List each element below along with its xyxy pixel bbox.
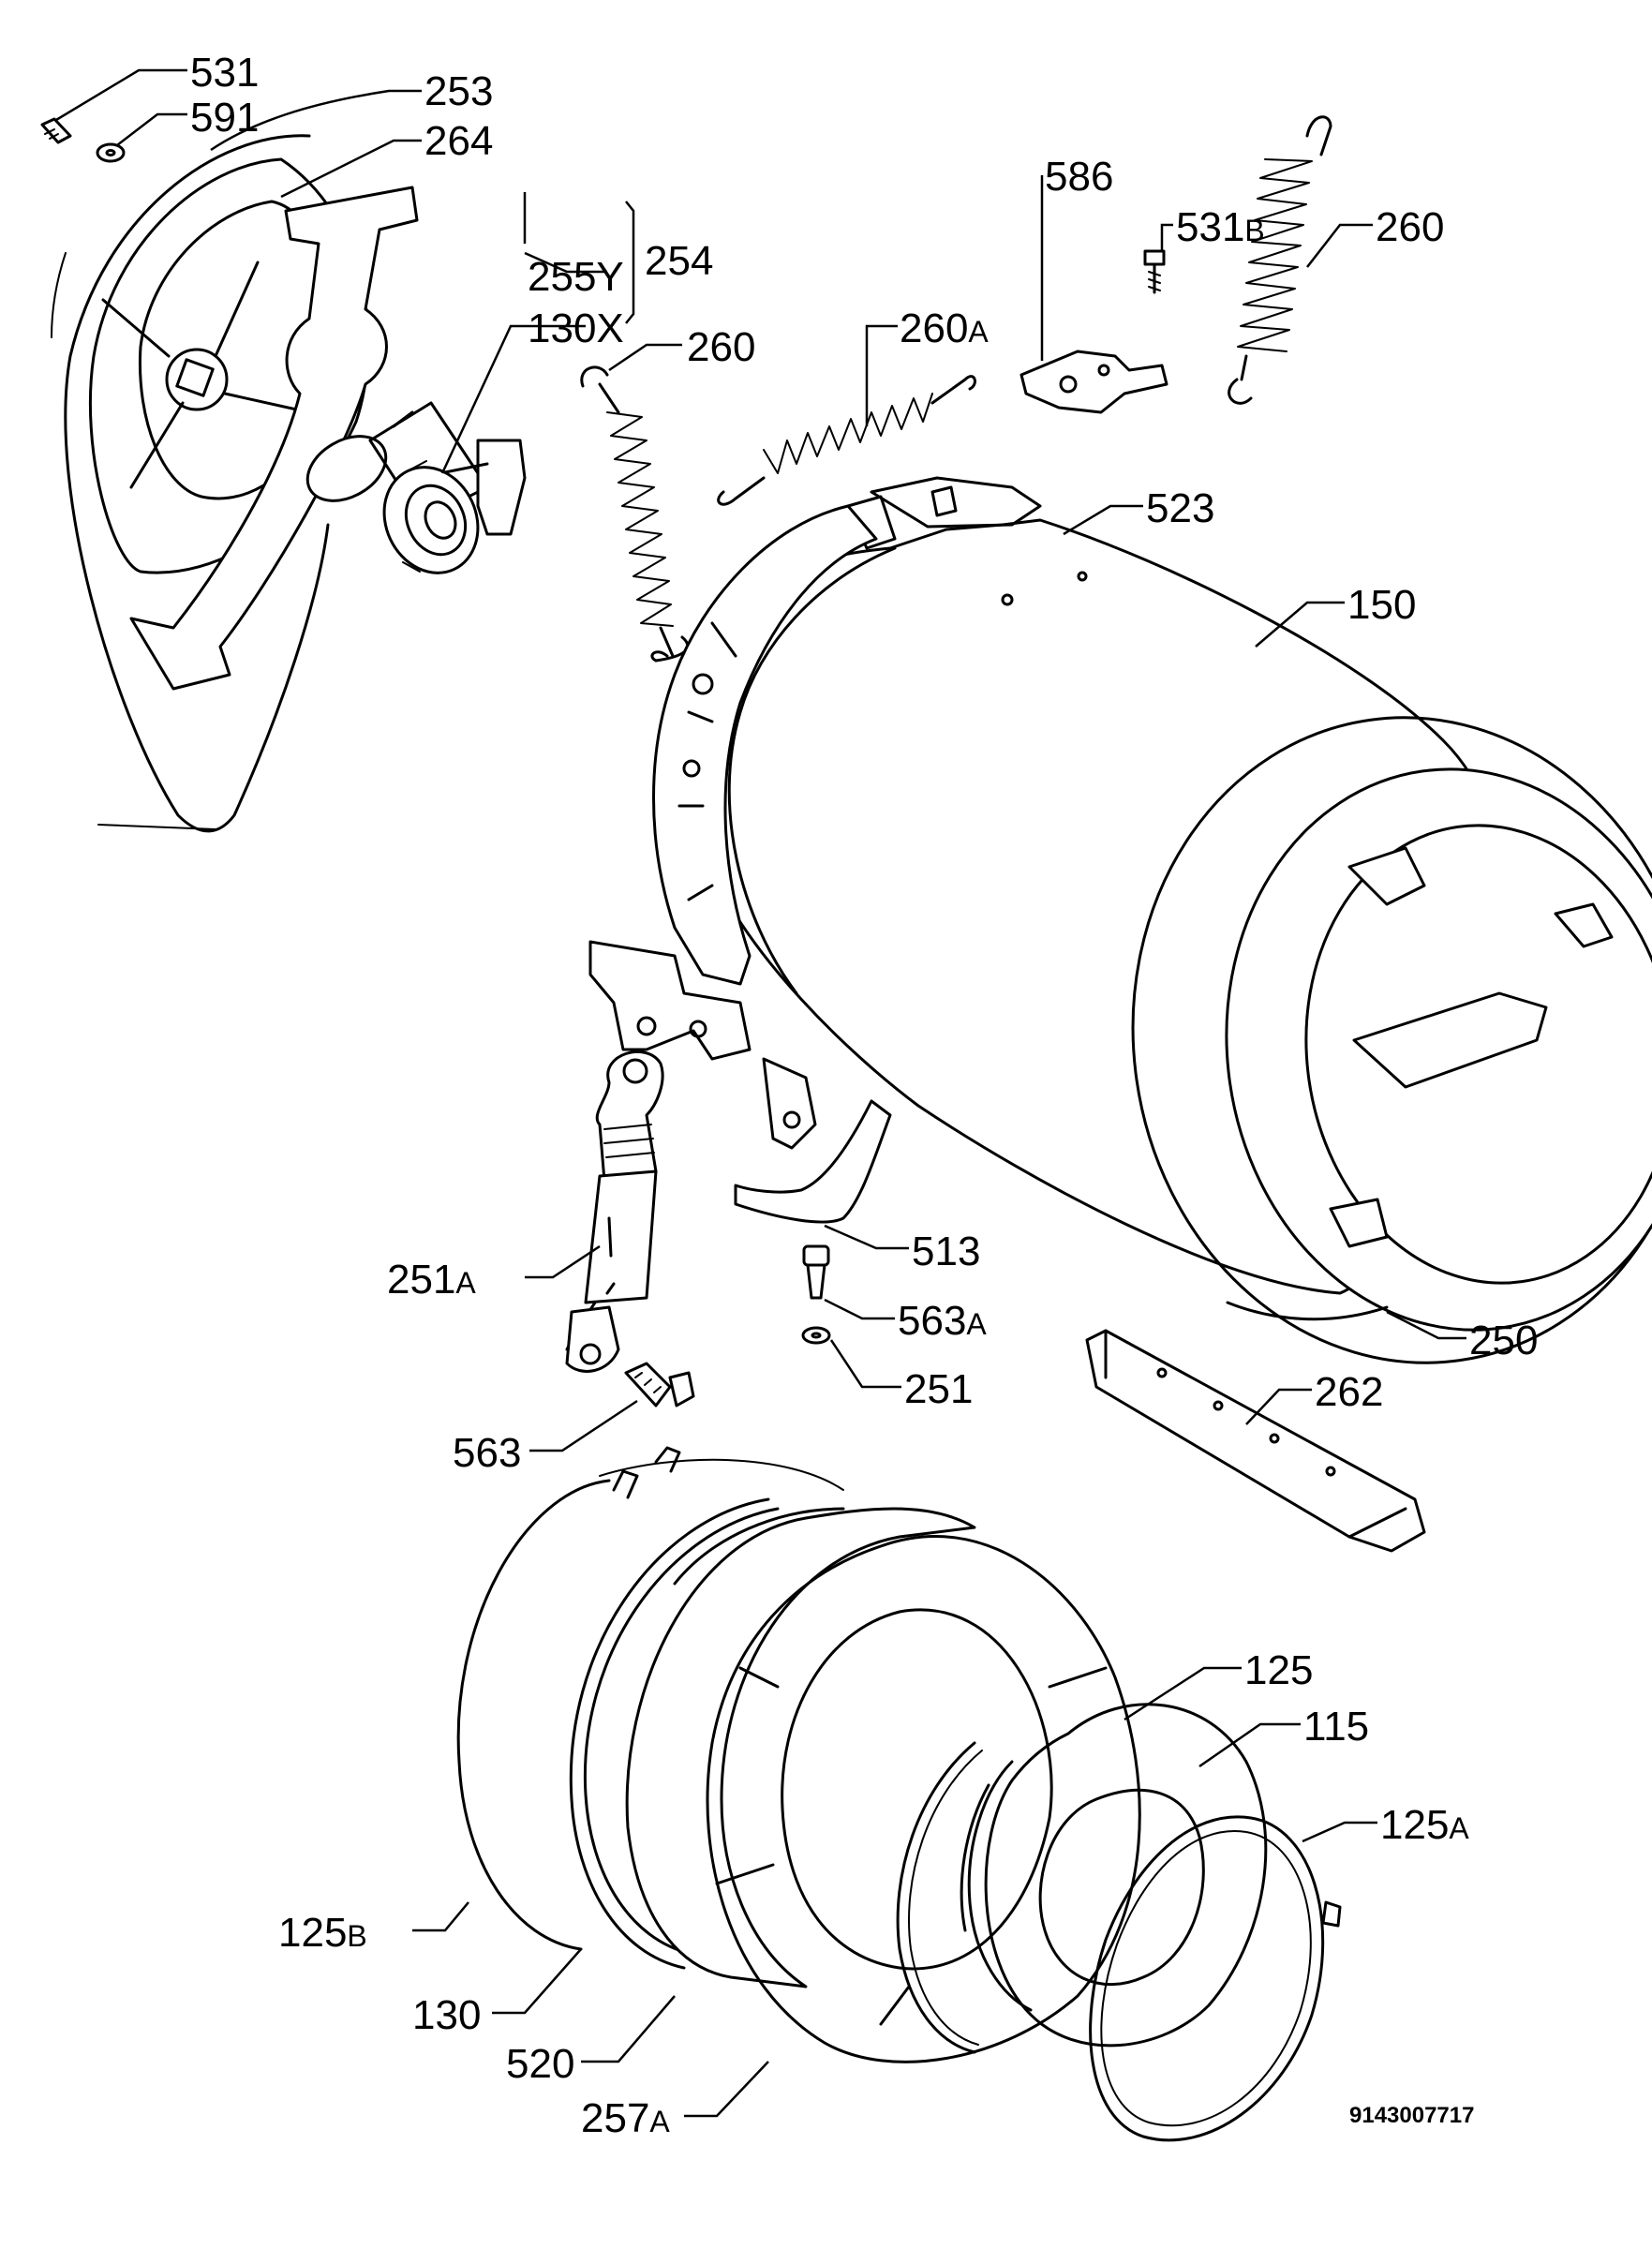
- label-254: 254: [645, 238, 713, 284]
- leader-lines: [55, 68, 1466, 2118]
- label-531: 531: [190, 50, 259, 96]
- label-125: 125: [1244, 1647, 1313, 1693]
- washer-251: [801, 1326, 831, 1345]
- bolt-563: [624, 1362, 695, 1407]
- tub-mount-feet: [588, 940, 817, 1150]
- label-130: 130: [412, 1992, 481, 2038]
- label-255Y: 255Y: [528, 254, 624, 300]
- bracket-586: [1019, 350, 1168, 414]
- spring-ring-130: [569, 1497, 780, 1970]
- spring-260-left: [580, 365, 690, 663]
- label-257A: 257A: [581, 2095, 670, 2141]
- tub-front-flange-523: [652, 504, 878, 986]
- label-260A: 260A: [900, 305, 989, 351]
- label-260-right: 260: [1376, 204, 1444, 250]
- clamp-ring-125A: [1089, 1815, 1342, 2142]
- screw-531: [40, 117, 72, 144]
- door-seal-115: [960, 1703, 1268, 2048]
- label-563A: 563A: [898, 1298, 987, 1344]
- label-264: 264: [424, 118, 493, 164]
- callout-labels: 531 591 253 264 255Y 130X 254 260 260A 5…: [190, 50, 1538, 2141]
- screw-531B: [1143, 249, 1166, 294]
- label-130X: 130X: [528, 305, 624, 351]
- washer-591: [96, 142, 126, 163]
- bolt-563A: [802, 1244, 830, 1300]
- clamp-ring-125: [896, 1741, 983, 2054]
- label-125A: 125A: [1380, 1802, 1469, 1848]
- lifter-262: [1085, 1329, 1426, 1553]
- label-115: 115: [1303, 1704, 1369, 1750]
- counterweight-257A: [706, 1535, 1141, 2063]
- label-251A: 251A: [387, 1257, 476, 1303]
- label-563: 563: [453, 1430, 521, 1476]
- label-262: 262: [1315, 1369, 1383, 1415]
- spring-260-right: [1228, 115, 1332, 405]
- front-panel-520: [625, 1507, 976, 1988]
- label-250: 250: [1469, 1318, 1538, 1363]
- label-523: 523: [1146, 485, 1214, 531]
- label-586: 586: [1045, 154, 1113, 200]
- bracket-513: [734, 1099, 892, 1224]
- label-253: 253: [424, 68, 493, 114]
- shock-absorber-251A: [565, 1050, 664, 1373]
- diagram-code: 9143007717: [1349, 2103, 1474, 2128]
- spring-260A: [717, 375, 976, 506]
- clamp-ring-125B: [456, 1446, 844, 1951]
- label-125B: 125B: [278, 1910, 367, 1956]
- label-150: 150: [1347, 582, 1416, 628]
- drum-250: [1131, 716, 1652, 1364]
- spider-arm-264: [129, 186, 527, 691]
- label-251: 251: [904, 1366, 973, 1412]
- label-260-left: 260: [687, 324, 755, 370]
- label-531B: 531B: [1176, 204, 1265, 250]
- label-513: 513: [912, 1229, 980, 1274]
- label-520: 520: [506, 2041, 574, 2087]
- bearing-130X: [382, 460, 480, 574]
- label-591: 591: [190, 95, 259, 141]
